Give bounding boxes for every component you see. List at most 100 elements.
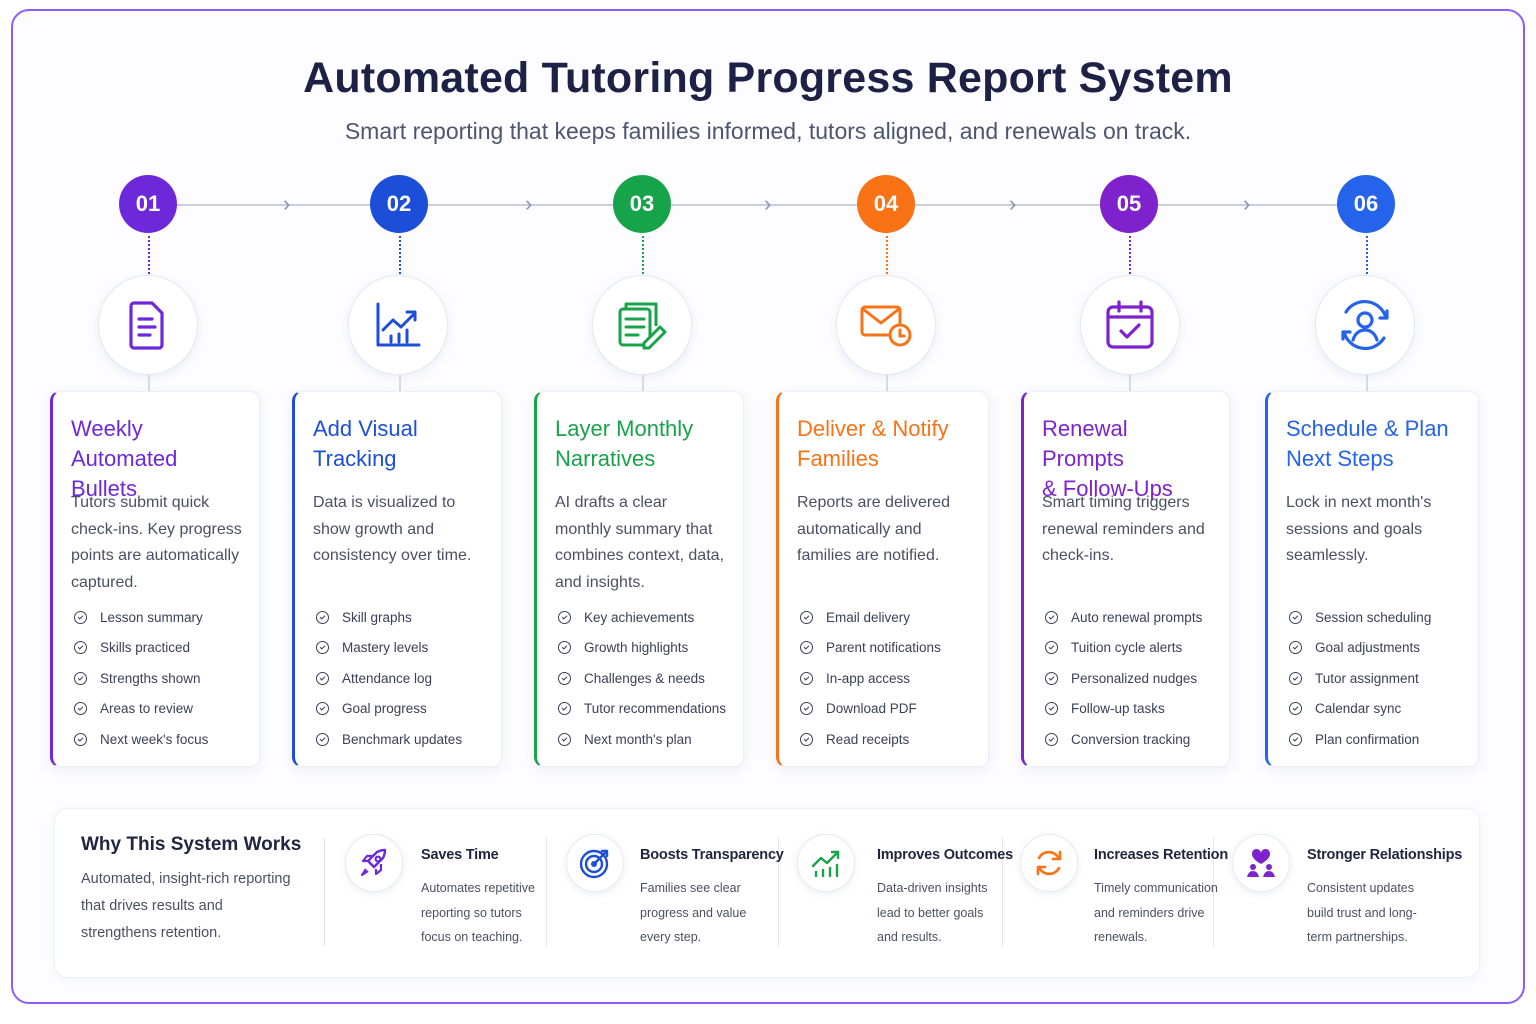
check-circle-icon bbox=[1045, 641, 1058, 655]
check-circle-icon bbox=[800, 702, 813, 716]
check-circle-icon bbox=[316, 610, 329, 624]
check-circle-icon bbox=[800, 610, 813, 624]
step-badge: 02 bbox=[370, 175, 428, 233]
step-stem bbox=[886, 375, 888, 391]
check-circle-icon bbox=[74, 732, 87, 746]
list-item: Goal adjustments bbox=[1286, 633, 1462, 664]
divider bbox=[546, 838, 547, 946]
step-connector bbox=[886, 236, 888, 274]
mail-clock-icon bbox=[836, 275, 936, 375]
chevron-right-icon: › bbox=[764, 191, 772, 216]
list-item: Calendar sync bbox=[1286, 694, 1462, 725]
check-circle-icon bbox=[74, 641, 87, 655]
check-circle-icon bbox=[316, 671, 329, 685]
check-circle-icon bbox=[1289, 732, 1302, 746]
check-circle-icon bbox=[558, 610, 571, 624]
check-circle-icon bbox=[1289, 610, 1302, 624]
step-connector bbox=[399, 236, 401, 274]
why-text: Automated, insight-rich reporting that d… bbox=[81, 871, 291, 941]
step-stem bbox=[399, 375, 401, 391]
step-title: Renewal Prompts& Follow-Ups bbox=[1042, 416, 1173, 501]
check-circle-icon bbox=[1289, 641, 1302, 655]
list-item: Skill graphs bbox=[313, 602, 485, 633]
list-item: Attendance log bbox=[313, 663, 485, 694]
benefit-title: Increases Retention bbox=[1094, 847, 1228, 863]
check-circle-icon bbox=[800, 732, 813, 746]
rocket-icon bbox=[345, 834, 403, 892]
list-item: Mastery levels bbox=[313, 633, 485, 664]
benefit-title: Saves Time bbox=[421, 847, 499, 863]
step-badge: 03 bbox=[613, 175, 671, 233]
list-item: Challenges & needs bbox=[555, 663, 727, 694]
list-item: Lesson summary bbox=[71, 602, 243, 633]
chevron-right-icon: › bbox=[525, 191, 533, 216]
step-connector bbox=[1366, 236, 1368, 274]
step-badge: 04 bbox=[857, 175, 915, 233]
check-circle-icon bbox=[558, 641, 571, 655]
check-circle-icon bbox=[316, 641, 329, 655]
chart-trend-icon bbox=[348, 275, 448, 375]
step-connector bbox=[1129, 236, 1131, 274]
list-item: Growth highlights bbox=[555, 633, 727, 664]
benefit-text: Automates repetitive reporting so tutors… bbox=[421, 881, 535, 944]
step-badge: 05 bbox=[1100, 175, 1158, 233]
benefit-title: Boosts Transparency bbox=[640, 847, 784, 863]
list-item: Download PDF bbox=[797, 694, 972, 725]
step-connector bbox=[642, 236, 644, 274]
list-item: Skills practiced bbox=[71, 633, 243, 664]
user-cycle-icon bbox=[1315, 275, 1415, 375]
check-circle-icon bbox=[74, 671, 87, 685]
step-stem bbox=[1366, 375, 1368, 391]
list-item: Plan confirmation bbox=[1286, 724, 1462, 755]
check-circle-icon bbox=[74, 702, 87, 716]
check-circle-icon bbox=[800, 641, 813, 655]
benefit-text: Consistent updates build trust and long-… bbox=[1307, 881, 1417, 944]
check-circle-icon bbox=[1289, 671, 1302, 685]
chevron-right-icon: › bbox=[1243, 191, 1251, 216]
check-circle-icon bbox=[316, 702, 329, 716]
list-item: Personalized nudges bbox=[1042, 663, 1213, 694]
check-circle-icon bbox=[558, 671, 571, 685]
divider bbox=[1213, 838, 1214, 946]
list-item: Tuition cycle alerts bbox=[1042, 633, 1213, 664]
list-item: Auto renewal prompts bbox=[1042, 602, 1213, 633]
why-panel bbox=[54, 808, 1480, 978]
list-item: Goal progress bbox=[313, 694, 485, 725]
refresh-icon bbox=[1020, 834, 1078, 892]
step-stem bbox=[1129, 375, 1131, 391]
check-circle-icon bbox=[74, 610, 87, 624]
edit-document-icon bbox=[592, 275, 692, 375]
step-description: Lock in next month's sessions and goals … bbox=[1286, 494, 1432, 564]
check-circle-icon bbox=[316, 732, 329, 746]
page-title: Automated Tutoring Progress Report Syste… bbox=[303, 54, 1233, 102]
list-item: Areas to review bbox=[71, 694, 243, 725]
step-description: Reports are delivered automatically and … bbox=[797, 494, 950, 564]
check-circle-icon bbox=[558, 702, 571, 716]
check-circle-icon bbox=[1045, 732, 1058, 746]
list-item: Tutor recommendations bbox=[555, 694, 727, 725]
check-circle-icon bbox=[1045, 671, 1058, 685]
benefit-text: Timely communication and reminders drive… bbox=[1094, 881, 1218, 944]
growth-chart-icon bbox=[797, 834, 855, 892]
step-description: Tutors submit quick check-ins. Key progr… bbox=[71, 494, 242, 591]
timeline-line bbox=[148, 204, 1366, 206]
list-item: Tutor assignment bbox=[1286, 663, 1462, 694]
step-description: Smart timing triggers renewal reminders … bbox=[1042, 494, 1205, 564]
step-description: AI drafts a clear monthly summary that c… bbox=[555, 494, 724, 591]
step-description: Data is visualized to show growth and co… bbox=[313, 494, 472, 564]
document-icon bbox=[98, 275, 198, 375]
target-icon bbox=[566, 834, 624, 892]
calendar-check-icon bbox=[1080, 275, 1180, 375]
divider bbox=[324, 838, 325, 946]
list-item: Follow-up tasks bbox=[1042, 694, 1213, 725]
list-item: Key achievements bbox=[555, 602, 727, 633]
list-item: Conversion tracking bbox=[1042, 724, 1213, 755]
list-item: Next week's focus bbox=[71, 724, 243, 755]
